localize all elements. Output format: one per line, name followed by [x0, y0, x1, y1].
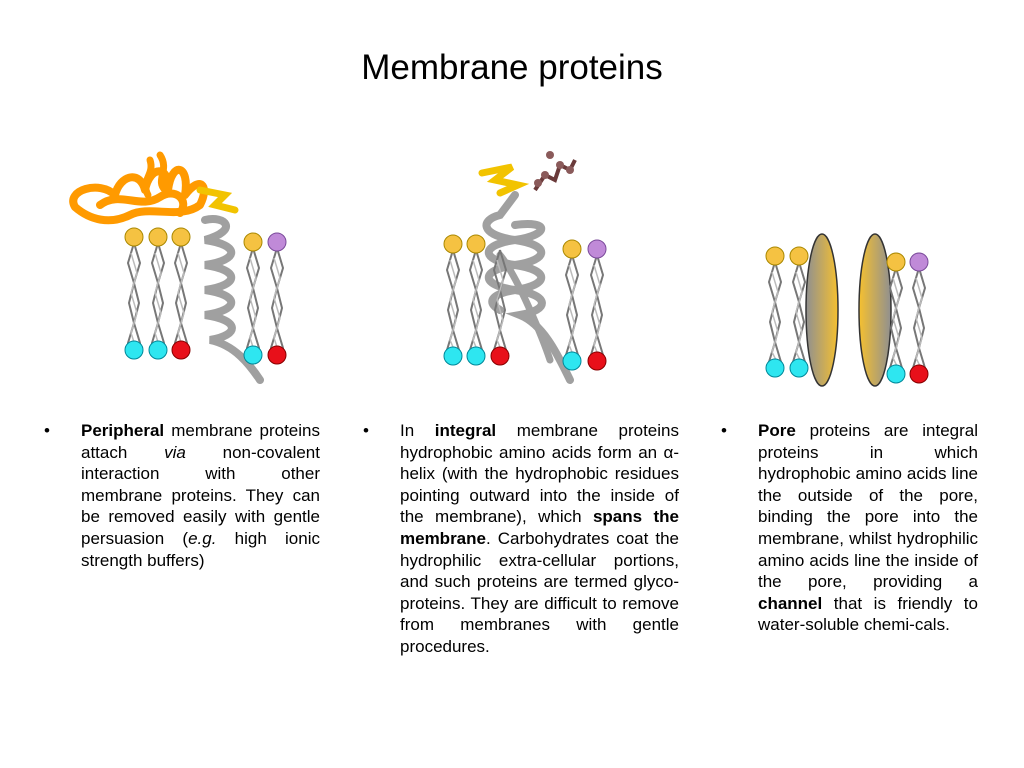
- integral-protein-illustration: [443, 151, 607, 384]
- peripheral-protein-coil: [69, 165, 208, 225]
- text: membrane proteins hydrophobic amino acid…: [400, 421, 679, 527]
- term-peripheral: Peripheral: [81, 421, 165, 440]
- bullet: •: [363, 421, 369, 440]
- peripheral-helix: [201, 215, 264, 384]
- term-channel: channel: [758, 593, 823, 613]
- text: high ionic strength buffers): [81, 528, 320, 570]
- lipid-bilayer-left: [765, 246, 809, 378]
- lipid-bilayer-right: [243, 232, 287, 365]
- text-eg: e.g.: [188, 528, 217, 548]
- term-spans-membrane: spans the membrane: [400, 507, 680, 548]
- peripheral-protein-illustration: [69, 151, 287, 384]
- paragraph: Peripheral membrane proteins attach via …: [81, 420, 320, 571]
- slide-title: Membrane proteins: [361, 48, 663, 87]
- lipid-bilayer-left: [443, 234, 510, 366]
- bullet: •: [721, 421, 727, 440]
- pore-wall-left: [805, 233, 839, 387]
- text-via: via: [164, 442, 186, 462]
- pore-wall-right: [858, 233, 892, 387]
- text: membrane proteins attach: [81, 421, 320, 462]
- peripheral-description: • Peripheral membrane proteins attach vi…: [44, 420, 320, 571]
- text: In: [400, 421, 435, 440]
- paragraph: Pore proteins are integral proteins in w…: [758, 420, 978, 636]
- paragraph: In integral membrane proteins hydrophobi…: [400, 420, 679, 658]
- carbohydrate-chain: [533, 151, 577, 192]
- lipid-bilayer-right: [562, 239, 607, 371]
- integral-description: • In integral membrane proteins hydropho…: [363, 420, 679, 658]
- lipid-bilayer-right: [886, 252, 929, 384]
- term-pore: Pore: [758, 421, 796, 440]
- term-integral: integral: [434, 421, 497, 440]
- text: . Carbohydrates coat the hydrophilic ext…: [400, 528, 679, 656]
- lipid-bilayer-left: [124, 227, 191, 360]
- pore-protein-illustration: [765, 233, 929, 387]
- text: that is friendly to water-soluble chemi-…: [758, 593, 978, 635]
- text: non-covalent interaction with other memb…: [81, 442, 320, 548]
- integral-helix: [482, 191, 574, 384]
- text: proteins are integral proteins in which …: [758, 421, 978, 592]
- pore-description: • Pore proteins are integral proteins in…: [721, 420, 978, 636]
- bullet: •: [44, 421, 50, 440]
